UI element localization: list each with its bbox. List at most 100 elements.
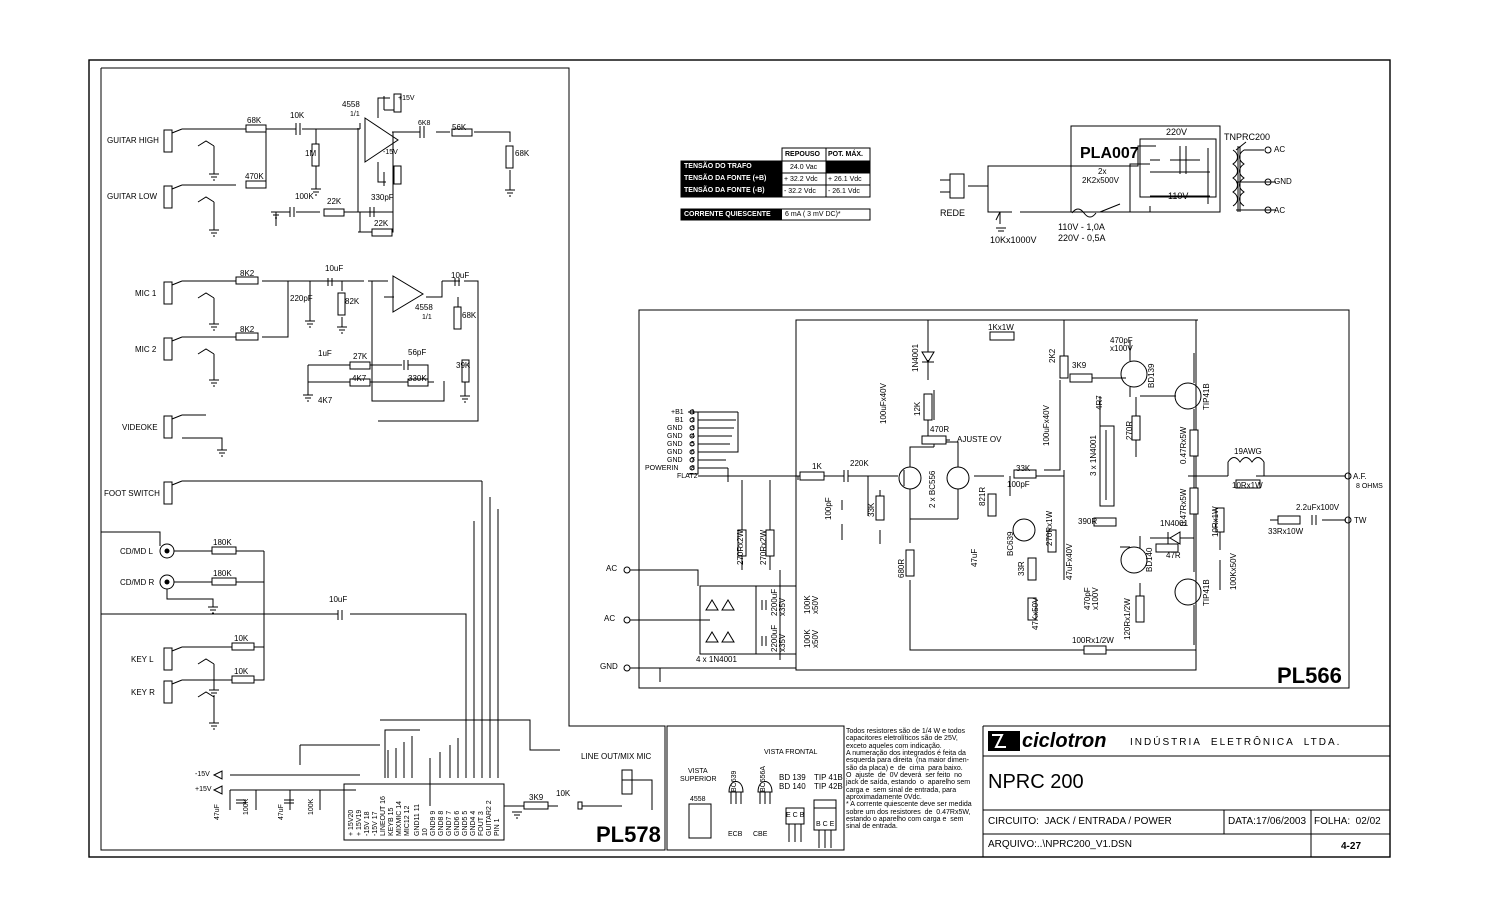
part-22k-b: 22K xyxy=(374,219,389,228)
page-number: 4-27 xyxy=(1341,841,1362,852)
board-pl578: PL578 xyxy=(596,822,661,847)
rail-minus15-b: -15V xyxy=(195,771,210,778)
power-220v: 220V xyxy=(1166,127,1188,137)
connector-pin: -15V 17 xyxy=(372,811,379,836)
part-220k: 220K xyxy=(850,459,869,468)
board-pla007: PLA007 xyxy=(1080,145,1139,162)
connector-pin: GND6 6 xyxy=(454,810,461,836)
part-100k-d: 100K xyxy=(308,798,315,815)
part-470pf-b: 470pF x100V xyxy=(1083,587,1101,610)
part-10uf-b: 10uF xyxy=(451,271,470,280)
part-tip41b-a: TIP41B xyxy=(1202,383,1211,410)
table-header-potmax: POT. MÁX. xyxy=(828,151,864,158)
part-82k: 82K xyxy=(345,297,360,306)
sheet-border xyxy=(88,59,1391,858)
part-2200uf-b: 2200uF x35V xyxy=(770,624,788,652)
part-4558-b: 4558 xyxy=(415,303,433,312)
note-line: esquerda para direita (na maior dimen- xyxy=(846,757,969,765)
part-bc556: 2 x BC556 xyxy=(928,470,937,508)
part-10rx1w: 10Rx1W xyxy=(1232,481,1263,490)
pkg-cbe: CBE xyxy=(753,831,768,838)
part-1k: 1K xyxy=(812,462,822,471)
connector-pin: KEYB 15 xyxy=(388,807,395,836)
table-cell: + 32.2 Vdc xyxy=(784,176,818,183)
part-1kx1w: 1Kx1W xyxy=(988,323,1014,332)
note-line: carga e sem sinal de entrada, para xyxy=(846,786,957,794)
part-100k-x50-b: 100K x50V xyxy=(803,629,821,648)
input-key-r: KEY R xyxy=(131,688,155,697)
part-33k-a: 33K xyxy=(867,502,876,517)
part-bd139: BD139 xyxy=(1147,363,1156,388)
part-33rx10w: 33Rx10W xyxy=(1268,527,1304,536)
part-tip41b-b: TIP41B xyxy=(1202,579,1211,606)
ground-symbols xyxy=(208,109,522,819)
power-tnprc: TNPRC200 xyxy=(1224,132,1271,142)
note-line: O ajuste de 0V deverá ser feito no xyxy=(846,772,962,780)
power-cap-qty: 2x xyxy=(1098,167,1107,176)
pkg-bd139: BD 139 xyxy=(779,773,806,782)
part-100pf-b: 100pF xyxy=(1007,480,1030,489)
input-foot-switch: FOOT SWITCH xyxy=(104,489,160,498)
part-56pf: 56pF xyxy=(408,348,427,357)
part-10rx1w-v: 10Rx1W xyxy=(1211,506,1220,537)
note-line: * A corrente quiescente deve ser medida xyxy=(846,801,972,809)
note-line: aproximadamente 0Vdc. xyxy=(846,794,922,802)
part-821r: 821R xyxy=(978,486,987,506)
part-100ufx40v-b: 100uFx40V xyxy=(1042,405,1051,446)
table-row-label: TENSÃO DA FONTE (-B) xyxy=(684,187,765,194)
pl566-pin-label: GND xyxy=(667,425,683,432)
connector-pin: GUITAR2 2 xyxy=(486,800,493,836)
pl566-pin-num: 4 xyxy=(691,433,695,440)
brand-logo: ciclotron xyxy=(1022,730,1107,752)
part-220pf: 220pF xyxy=(290,294,313,303)
part-10uf-c: 10uF xyxy=(329,595,348,604)
part-4558: 4558 xyxy=(342,100,360,109)
output-tw: TW xyxy=(1354,516,1367,525)
part-bd140: BD140 xyxy=(1145,547,1154,572)
table-row-label: TENSÃO DA FONTE (+B) xyxy=(684,175,767,182)
connector-pin: + 15V20 xyxy=(348,809,355,836)
part-4r7: 4R7 xyxy=(1095,395,1104,410)
pkg-tip41b: TIP 41B xyxy=(814,773,843,782)
part-68k-c: 68K xyxy=(462,311,477,320)
note-line: sobre um dos resistores de 0.47Rx5W, xyxy=(846,808,971,816)
part-ic2-unit: 1/1 xyxy=(422,314,432,321)
part-680r: 680R xyxy=(897,558,906,578)
part-68k: 68K xyxy=(247,116,262,125)
part-bc639: BC639 xyxy=(1006,531,1015,556)
power-cap-10k: 10Kx1000V xyxy=(990,235,1037,245)
part-100kx50v: 100Kx50V xyxy=(1229,553,1238,590)
connector-pin: PIN 1 xyxy=(494,818,501,836)
fuse-220v: 220V - 0,5A xyxy=(1058,233,1106,243)
note-line: jack de saída, estando o aparelho sem xyxy=(846,779,971,787)
quiescent-value: 6 mA ( 3 mV DC)* xyxy=(785,211,841,218)
pl566-outline xyxy=(638,309,1350,689)
part-1uf: 1uF xyxy=(318,349,332,358)
pl566-pin-label: GND xyxy=(667,441,683,448)
pl566-pin-num: 8 xyxy=(691,465,695,472)
part-ajuste: AJUSTE OV xyxy=(957,435,1002,444)
pl566-pin-num: 6 xyxy=(691,449,695,456)
power-rede: REDE xyxy=(940,208,966,218)
pkg-vista-superior-a: VISTA xyxy=(688,768,708,775)
pl566-circuit xyxy=(623,319,1352,682)
power-ac1: AC xyxy=(1274,145,1286,154)
pkg-ecb2: E C B xyxy=(786,812,805,819)
table-cell: 24.0 Vac xyxy=(790,164,818,171)
part-3k9: 3K9 xyxy=(529,793,544,802)
line-out-label: LINE OUT/MIX MIC xyxy=(581,752,652,761)
note-line: são da placa) e de cima para baixo. xyxy=(846,764,963,772)
part-470r: 470R xyxy=(930,425,950,434)
part-4k7-b: 4K7 xyxy=(318,396,333,405)
table-header-repouso: REPOUSO xyxy=(785,151,821,158)
part-3k9: 3K9 xyxy=(1072,361,1087,370)
pl566-ac1: AC xyxy=(606,564,618,573)
pkg-bc556a: BC556A xyxy=(760,765,767,792)
part-33r: 33R xyxy=(1017,561,1026,576)
part-180k-b: 180K xyxy=(213,569,232,578)
part-1n4001-b: 1N4001 xyxy=(1160,519,1189,528)
file-label: ARQUIVO:..\NPRC200_V1.DSN xyxy=(988,839,1132,850)
connector-pin: FOUT 3 xyxy=(478,811,485,836)
part-390r: 390R xyxy=(1078,517,1098,526)
pkg-4558: 4558 xyxy=(690,796,706,803)
